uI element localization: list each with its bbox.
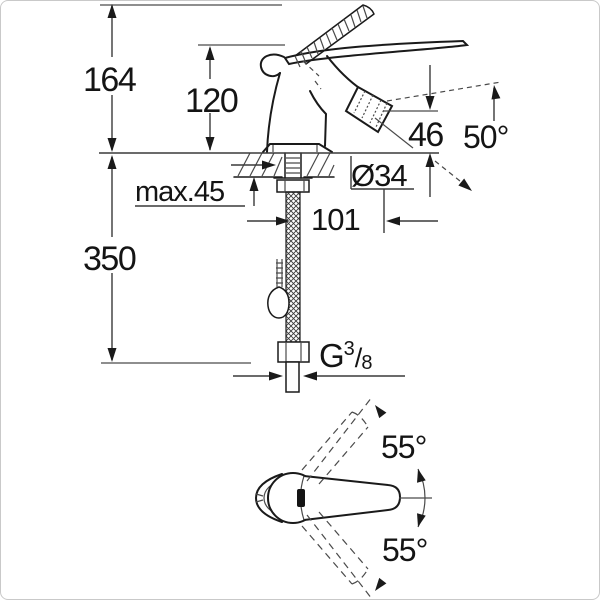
thread-size-label: G3/8 [319, 339, 372, 373]
outlet-height-dimension: 46 [408, 116, 444, 154]
thread-prefix: G [319, 337, 345, 374]
lever-swivel-down [301, 511, 373, 599]
dimension-lines [99, 4, 502, 381]
reach-dimension: 101 [311, 202, 361, 237]
faucet-plan-view [254, 396, 432, 599]
base-diameter-dimension: Ø34 [351, 158, 408, 193]
spout-height-dimension: 120 [185, 82, 239, 120]
overall-height-dimension: 164 [83, 61, 137, 99]
escutcheon [262, 143, 333, 153]
faucet-side-view [233, 4, 470, 393]
mounting-nut [273, 177, 313, 193]
thread-slash: / [354, 343, 362, 373]
hose-end-fitting [277, 341, 310, 393]
braided-hose [285, 191, 301, 343]
aerator [344, 85, 394, 134]
lever-slot [297, 489, 305, 507]
lever-raised-position [294, 4, 375, 68]
thread-denominator: 8 [361, 352, 373, 374]
lever-swivel-up [301, 396, 373, 485]
pull-rod [267, 259, 290, 319]
spout-plan [254, 473, 283, 523]
lever-plan [303, 475, 402, 521]
handle-swing-down-angle: 55° [382, 532, 428, 568]
thread-numerator: 3 [343, 338, 355, 360]
spout-angle-dimension: 50° [463, 119, 509, 155]
deck-thickness-dimension: max.45 [135, 176, 225, 208]
lever-handle [283, 39, 470, 66]
hose-length-dimension: 350 [83, 240, 137, 278]
handle-swing-up-angle: 55° [381, 429, 427, 465]
faucet-body [259, 53, 285, 78]
